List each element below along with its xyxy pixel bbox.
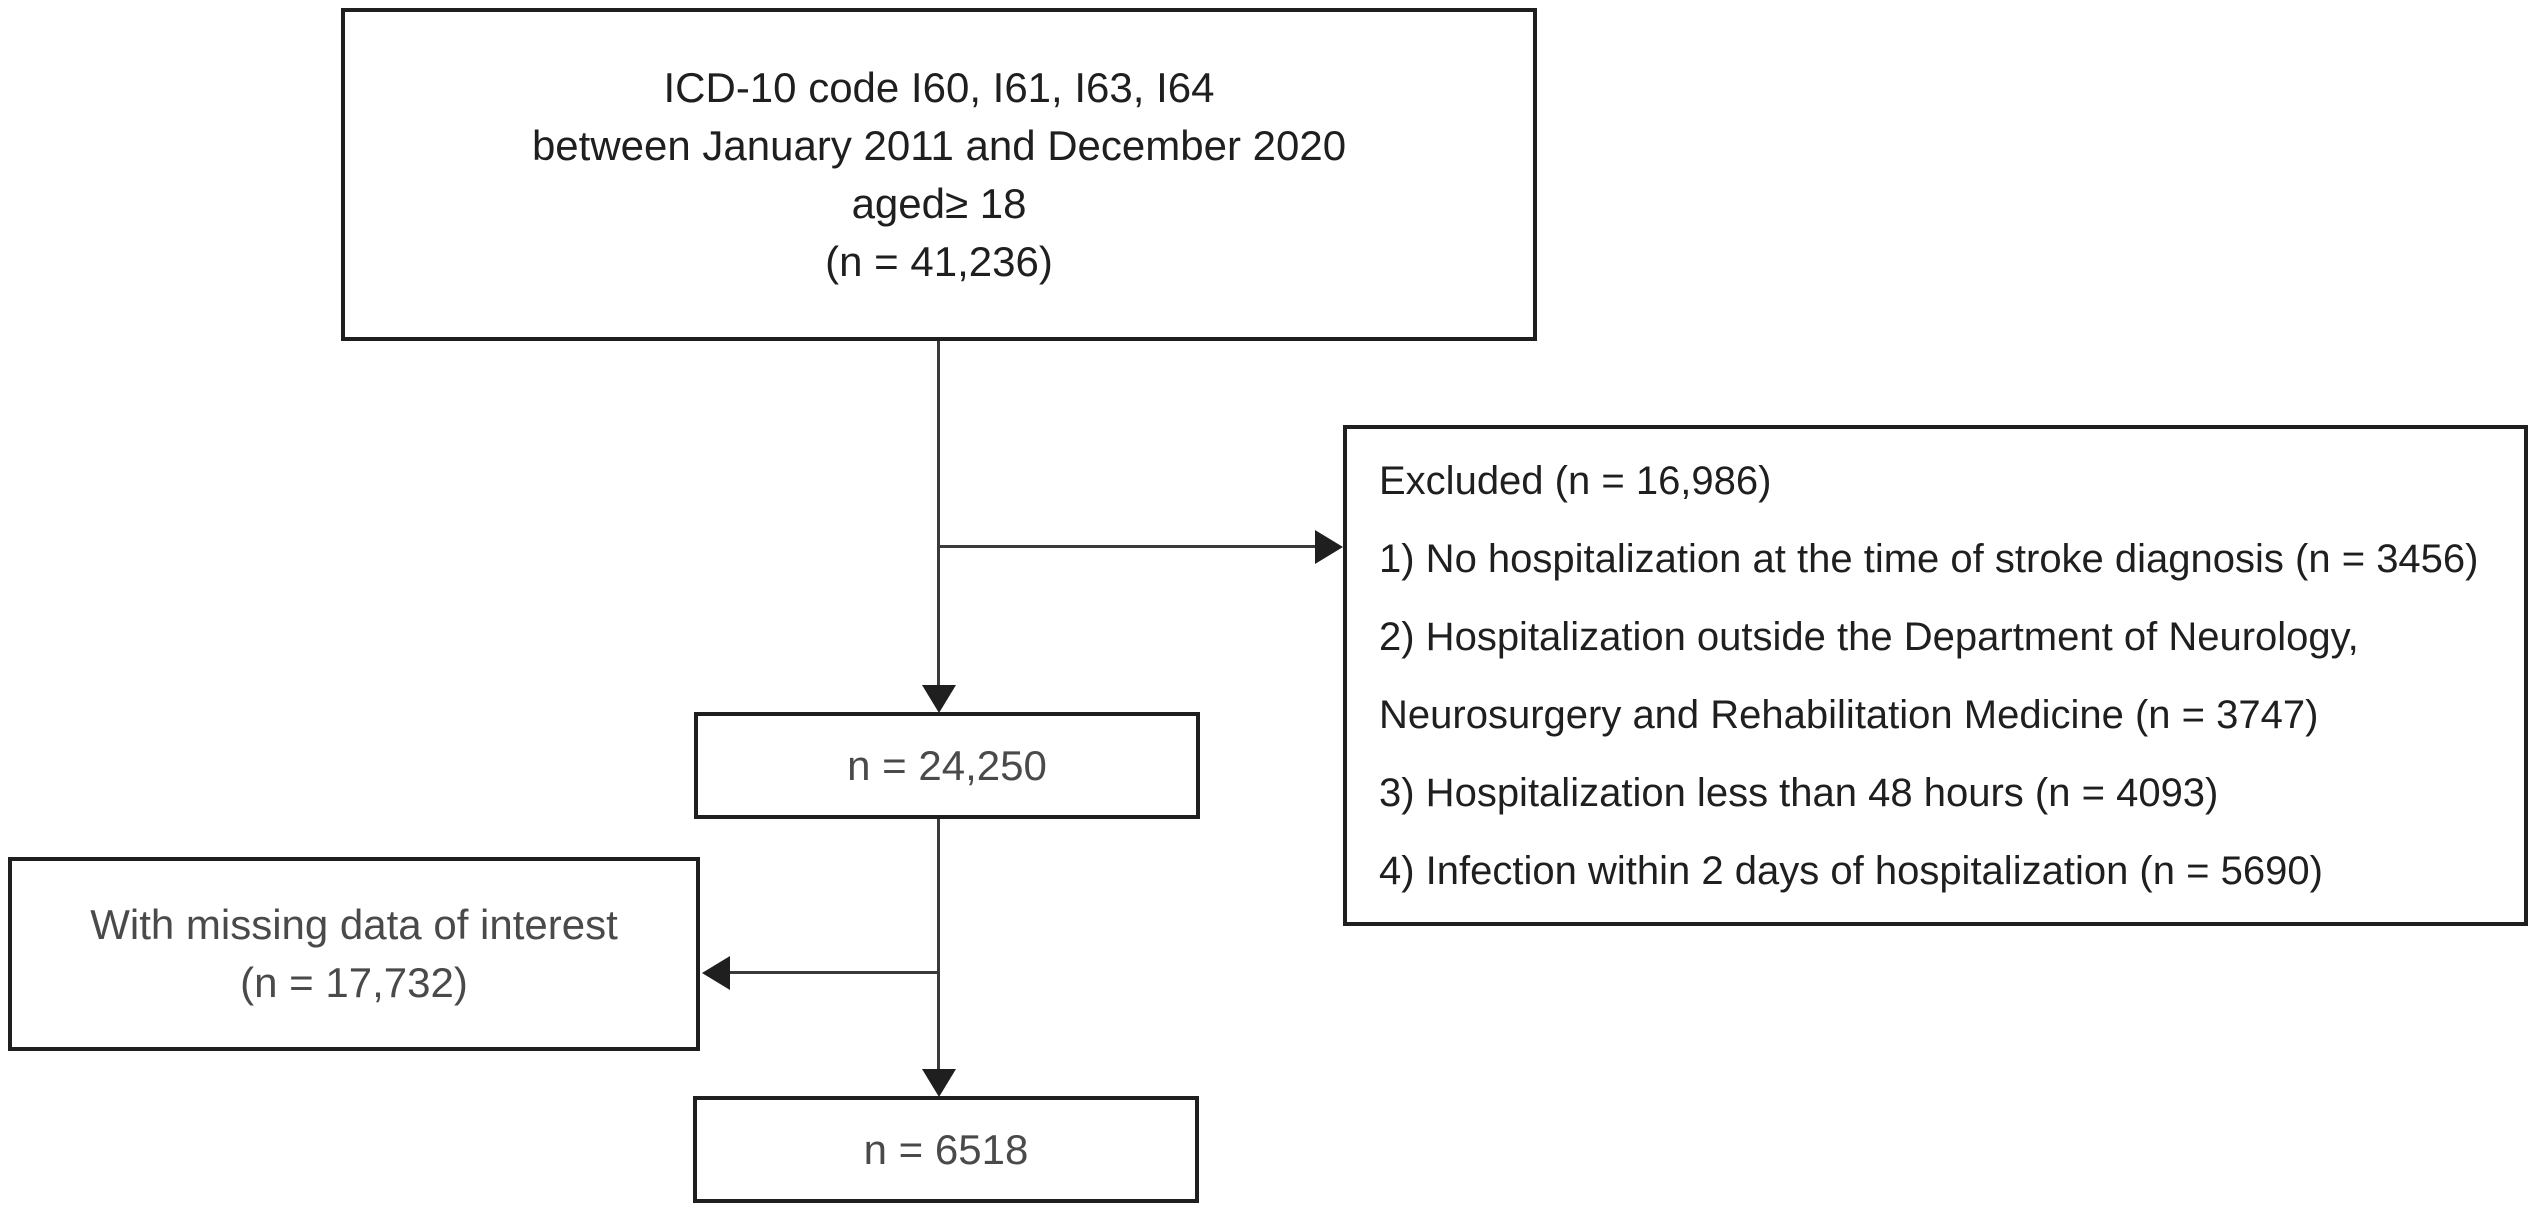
arrowhead-down-to-final [922, 1069, 956, 1097]
connector-vertical-top [937, 341, 940, 685]
inclusion-line-age: aged≥ 18 [851, 179, 1027, 227]
excluded-reason-2b: Neurosurgery and Rehabilitation Medicine… [1379, 692, 2319, 737]
inclusion-line-count: (n = 41,236) [825, 237, 1053, 285]
excluded-box: Excluded (n = 16,986) 1) No hospitalizat… [1343, 425, 2528, 926]
interim-cohort-box: n = 24,250 [694, 712, 1200, 819]
arrowhead-down-to-interim [922, 685, 956, 713]
final-cohort-count: n = 6518 [863, 1125, 1029, 1173]
inclusion-line-codes: ICD-10 code I60, I61, I63, I64 [663, 63, 1215, 111]
connector-horizontal-missing [730, 971, 940, 974]
connector-vertical-bottom [937, 819, 940, 1069]
excluded-reason-4: 4) Infection within 2 days of hospitaliz… [1379, 848, 2323, 893]
connector-horizontal-excluded [938, 545, 1315, 548]
arrowhead-left-to-missing [702, 956, 730, 990]
excluded-reason-3: 3) Hospitalization less than 48 hours (n… [1379, 770, 2219, 815]
missing-data-box: With missing data of interest (n = 17,73… [8, 857, 700, 1051]
excluded-reason-2a: 2) Hospitalization outside the Departmen… [1379, 614, 2359, 659]
missing-data-label: With missing data of interest [90, 901, 618, 948]
arrowhead-right-to-excluded [1315, 530, 1343, 564]
final-cohort-box: n = 6518 [693, 1096, 1199, 1203]
excluded-reason-1: 1) No hospitalization at the time of str… [1379, 536, 2479, 581]
inclusion-criteria-box: ICD-10 code I60, I61, I63, I64 between J… [341, 8, 1537, 341]
inclusion-line-period: between January 2011 and December 2020 [531, 121, 1347, 169]
missing-data-count: (n = 17,732) [240, 959, 468, 1006]
excluded-title: Excluded (n = 16,986) [1379, 458, 1772, 503]
interim-cohort-count: n = 24,250 [847, 741, 1047, 789]
